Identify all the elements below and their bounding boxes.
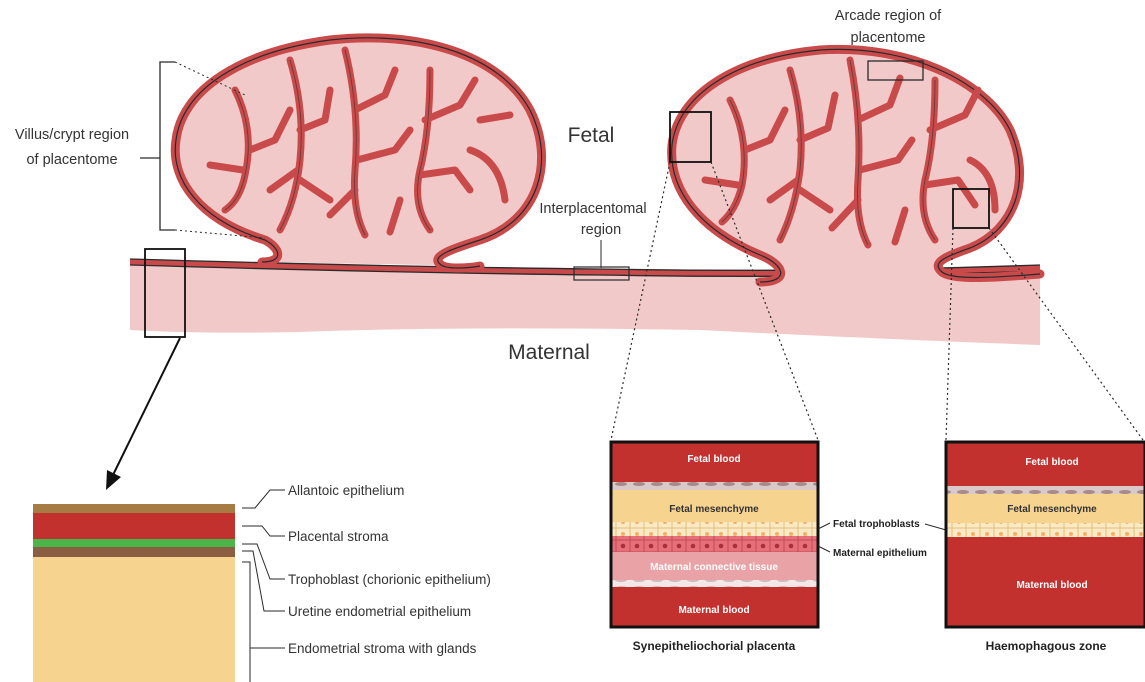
villus-region-label-line1: Villus/crypt region bbox=[15, 127, 129, 143]
fetal-label: Fetal bbox=[568, 124, 615, 147]
placentome-right bbox=[672, 49, 1040, 282]
layer-2-band bbox=[33, 513, 235, 539]
arcade-region-label-line2: placentome bbox=[851, 30, 926, 46]
villus-region-label-line2: of placentome bbox=[26, 152, 117, 168]
layer-1-band bbox=[33, 504, 235, 513]
panel-right-fetal-blood: Fetal blood bbox=[1025, 457, 1078, 468]
layer-5-leader bbox=[242, 562, 285, 682]
zoom-arrow bbox=[106, 338, 180, 490]
layer-1-label: Allantoic epithelium bbox=[288, 483, 404, 498]
interplacentomal-label-line2: region bbox=[581, 222, 621, 238]
layer-5-band bbox=[33, 557, 235, 682]
panel-left-caption: Synepitheliochorial placenta bbox=[633, 639, 796, 653]
panel-haemophagous: Fetal blood Fetal mesenchyme Maternal bl… bbox=[946, 442, 1145, 653]
side-label-fetal-trophoblasts: Fetal trophoblasts bbox=[833, 519, 920, 530]
panel-left-maternal-blood: Maternal blood bbox=[678, 605, 749, 616]
placentome-left bbox=[175, 38, 541, 268]
layer-2-label: Placental stroma bbox=[288, 529, 389, 544]
layer-2-leader bbox=[242, 526, 285, 536]
layer-5-label: Endometrial stroma with glands bbox=[288, 641, 477, 656]
panel-left-fetal-blood: Fetal blood bbox=[687, 454, 740, 465]
layer-4-label: Uretine endometrial epithelium bbox=[288, 604, 471, 619]
panel-side-labels: Fetal trophoblasts Maternal epithelium bbox=[818, 519, 946, 559]
side-label-maternal-epithelium: Maternal epithelium bbox=[833, 548, 927, 559]
panel-right-caption: Haemophagous zone bbox=[986, 639, 1107, 653]
panel-synepitheliochorial: Fetal blood Fetal mesenchyme Maternal co… bbox=[611, 442, 818, 653]
layer-4-band bbox=[33, 547, 235, 557]
panel-left-fetal-mesenchyme: Fetal mesenchyme bbox=[669, 504, 759, 515]
arcade-region-label-line1: Arcade region of bbox=[835, 8, 942, 24]
layer-3-label: Trophoblast (chorionic epithelium) bbox=[288, 572, 491, 587]
maternal-label: Maternal bbox=[508, 341, 590, 364]
layer-3-band bbox=[33, 539, 235, 547]
panel-right-fetal-mesenchyme: Fetal mesenchyme bbox=[1007, 504, 1097, 515]
panel-right-maternal-blood: Maternal blood bbox=[1016, 580, 1087, 591]
layer-4-leader bbox=[242, 551, 285, 611]
panel-left-maternal-connective: Maternal connective tissue bbox=[650, 562, 778, 573]
layer-1-leader bbox=[242, 490, 285, 508]
interplacentomal-label-line1: Interplacentomal bbox=[539, 201, 646, 217]
